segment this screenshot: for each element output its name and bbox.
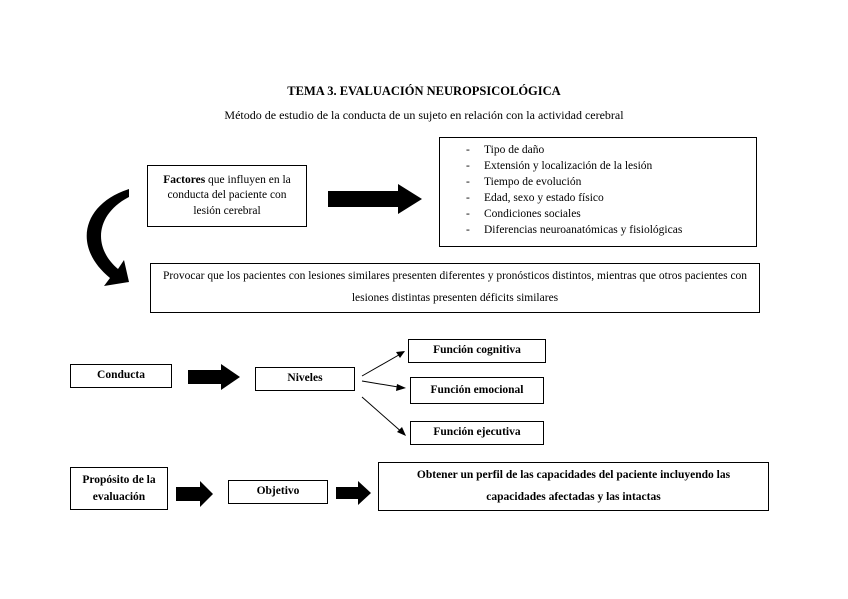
arrows-niveles-to-functions	[361, 351, 406, 436]
list-item: -Diferencias neuroanatómicas y fisiológi…	[466, 224, 683, 236]
factors-box-text: Factores que influyen en la conducta del…	[156, 173, 298, 220]
result-text: Provocar que los pacientes con lesiones …	[162, 270, 748, 304]
page-subtitle: Método de estudio de la conducta de un s…	[224, 108, 624, 122]
page-title: TEMA 3. EVALUACIÓN NEUROPSICOLÓGICA	[287, 84, 561, 98]
factor-5: Diferencias neuroanatómicas y fisiológic…	[484, 224, 683, 236]
factor-3: Edad, sexo y estado físico	[484, 192, 604, 204]
proposito-box: Propósito de la evaluación	[70, 467, 168, 510]
factors-list-box: -Tipo de daño -Extensión y localización …	[439, 137, 757, 247]
factors-rest: que influyen en la conducta del paciente…	[167, 173, 291, 217]
factor-4: Condiciones sociales	[484, 208, 581, 220]
function-emocional-box: Función emocional	[410, 377, 544, 404]
factor-0: Tipo de daño	[484, 144, 545, 156]
conducta-label: Conducta	[97, 369, 145, 382]
factors-box: Factores que influyen en la conducta del…	[147, 165, 307, 227]
objetivo-box: Objetivo	[228, 480, 328, 504]
arrow-factors-to-list	[328, 184, 422, 214]
factors-bold: Factores	[163, 173, 206, 186]
factor-1: Extensión y localización de la lesión	[484, 160, 653, 172]
objetivo-text: Obtener un perfil de las capacidades del…	[416, 468, 731, 503]
arrow-conducta-to-niveles	[188, 364, 240, 390]
function-ejecutiva-box: Función ejecutiva	[410, 421, 544, 445]
function-ejecutiva-label: Función ejecutiva	[433, 426, 521, 439]
function-cognitiva-label: Función cognitiva	[433, 344, 521, 357]
niveles-box: Niveles	[255, 367, 355, 391]
factor-2: Tiempo de evolución	[484, 176, 582, 188]
function-emocional-label: Función emocional	[430, 383, 524, 396]
proposito-label: Propósito de la evaluación	[82, 474, 156, 503]
curved-arrow	[86, 189, 129, 286]
function-cognitiva-box: Función cognitiva	[408, 339, 546, 363]
list-item: -Tipo de daño	[466, 144, 545, 156]
arrow-objetivo-to-text	[336, 481, 371, 505]
list-item: -Edad, sexo y estado físico	[466, 192, 604, 204]
list-item: -Tiempo de evolución	[466, 176, 582, 188]
niveles-label: Niveles	[287, 372, 323, 385]
conducta-box: Conducta	[70, 364, 172, 388]
arrow-proposito-to-objetivo	[176, 481, 213, 507]
factors-list: -Tipo de daño -Extensión y localización …	[466, 142, 748, 238]
objetivo-label: Objetivo	[256, 485, 300, 498]
list-item: -Extensión y localización de la lesión	[466, 160, 653, 172]
result-box: Provocar que los pacientes con lesiones …	[150, 263, 760, 313]
objetivo-text-box: Obtener un perfil de las capacidades del…	[378, 462, 769, 511]
list-item: -Condiciones sociales	[466, 208, 581, 220]
